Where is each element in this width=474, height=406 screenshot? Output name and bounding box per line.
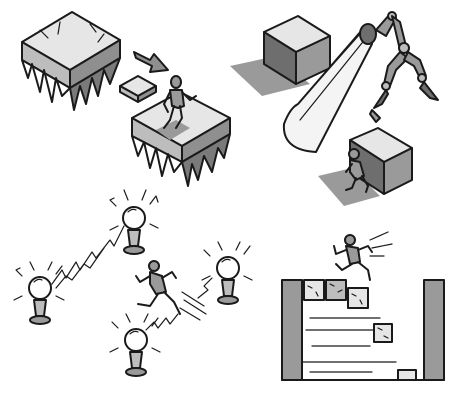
- tesla-coil-icon-right: [201, 241, 253, 305]
- arrow-icon: [133, 51, 169, 73]
- jumping-figure-icon: [333, 231, 393, 281]
- spotlight-beam-icon: [282, 29, 373, 153]
- tesla-coil-icon-bottom: [109, 313, 161, 377]
- panel-robot-spotlight: [230, 11, 439, 206]
- panel-falling-blocks: [281, 231, 445, 381]
- humanoid-figure-icon: [163, 75, 197, 129]
- robot-claw-icon: [359, 11, 439, 123]
- pillar-icon-right: [423, 279, 445, 381]
- falling-block-icon: [303, 279, 417, 381]
- panel-tesla-coils: [13, 189, 253, 377]
- tesla-coil-icon: [109, 189, 159, 255]
- panel-floating-ice-blocks: [21, 11, 231, 187]
- pillar-icon: [281, 279, 303, 381]
- small-cube-icon: [119, 75, 157, 103]
- cube-icon: [263, 15, 331, 85]
- lightning-icon: [51, 225, 213, 331]
- ice-block-icon: [21, 11, 121, 111]
- tesla-coil-icon-left: [13, 261, 65, 325]
- running-figure-icon: [135, 260, 207, 321]
- crouching-figure-icon: [345, 148, 369, 193]
